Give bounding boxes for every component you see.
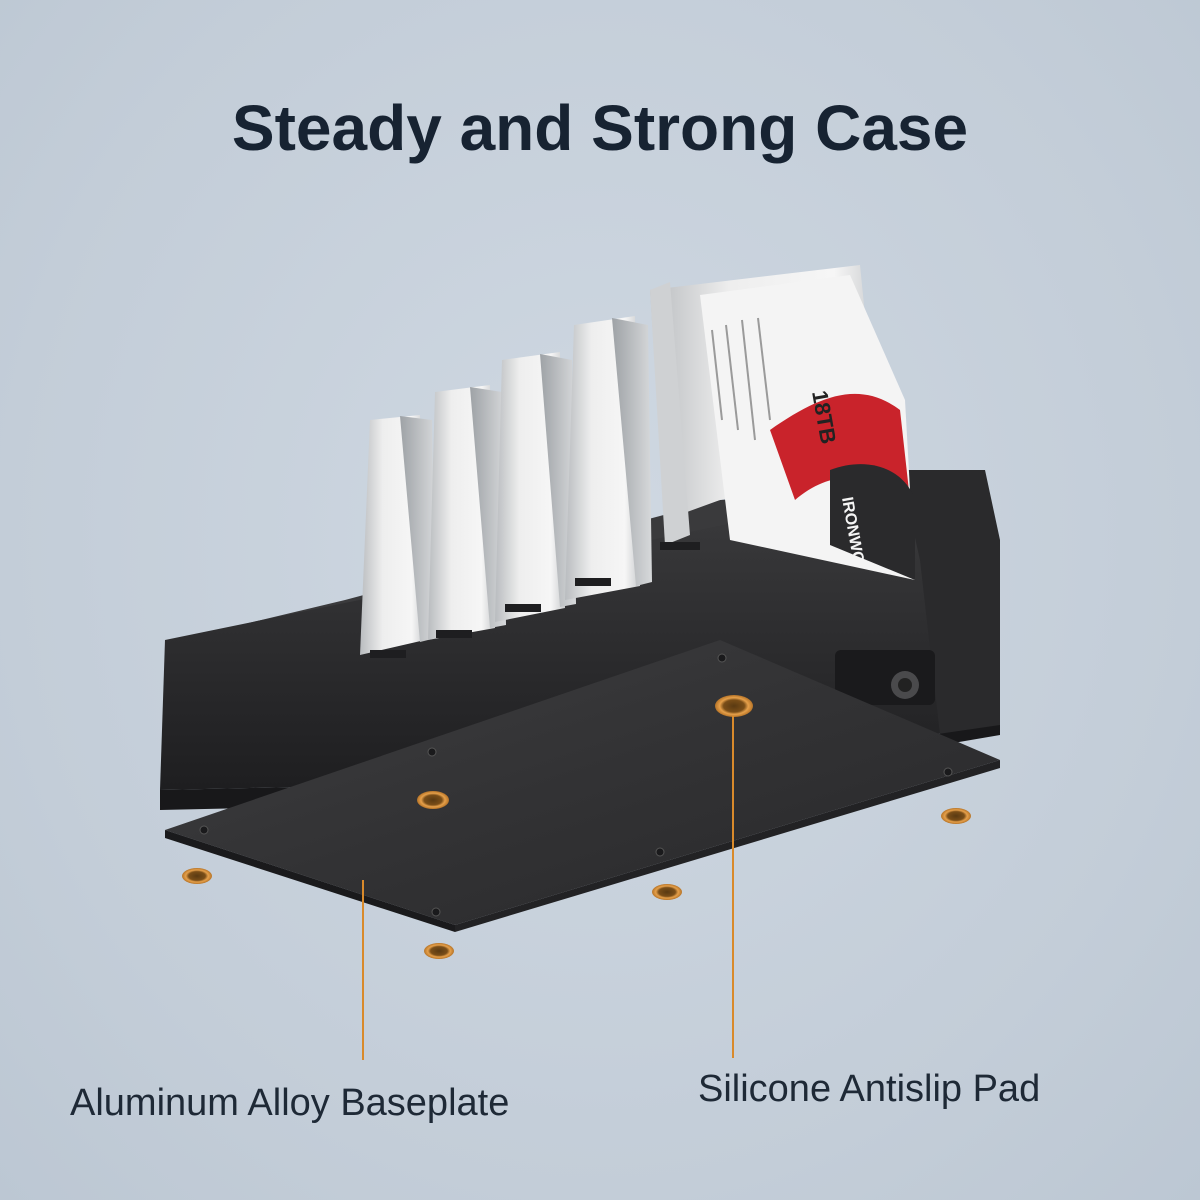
headline: Steady and Strong Case xyxy=(231,92,969,164)
drive-4 xyxy=(565,316,652,600)
drive-1 xyxy=(360,415,436,655)
drive-2 xyxy=(428,385,506,640)
drive-3 xyxy=(495,352,576,622)
silicone-pads xyxy=(182,695,971,959)
hard-drives: 18TB IRONWO xyxy=(360,265,915,658)
baseplate-callout-label: Aluminum Alloy Baseplate xyxy=(70,1082,510,1124)
pad-callout-label: Silicone Antislip Pad xyxy=(698,1068,1041,1110)
aluminum-baseplate xyxy=(165,640,1000,932)
drive-5: 18TB IRONWO xyxy=(650,265,915,580)
